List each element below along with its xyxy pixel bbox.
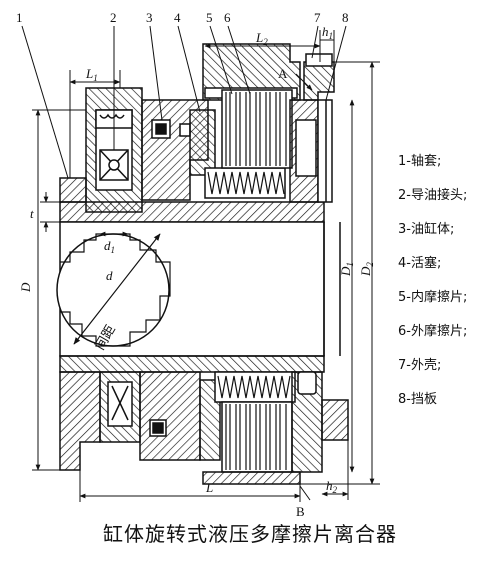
legend-item: 4-活塞; xyxy=(398,256,442,271)
legend-item: 2-导油接头; xyxy=(398,188,468,203)
dim-h2: h2 xyxy=(326,478,338,495)
legend-item: 3-油缸体; xyxy=(398,222,455,237)
legend-item: 5-内摩擦片; xyxy=(398,290,468,305)
dim-D: D xyxy=(18,282,33,293)
callout-2: 2 xyxy=(110,10,117,25)
callout-5: 5 xyxy=(206,10,213,25)
figure-caption: 缸体旋转式液压多摩擦片离合器 xyxy=(103,522,397,546)
callout-labels: 1 2 3 4 5 6 7 8 xyxy=(16,10,349,25)
callout-8: 8 xyxy=(342,10,349,25)
label-B: B xyxy=(296,504,305,519)
callout-4: 4 xyxy=(174,10,181,25)
dim-L1: L1 xyxy=(85,66,98,83)
shaft-region xyxy=(56,221,341,357)
dim-L: L xyxy=(205,480,213,495)
upper-assembly xyxy=(59,43,335,223)
dim-L2: L2 xyxy=(255,30,268,47)
lower-assembly xyxy=(59,355,349,485)
dim-D1: D1 xyxy=(338,262,355,277)
legend-item: 6-外摩擦片; xyxy=(398,324,468,339)
dim-t: t xyxy=(30,206,34,221)
legend-item: 1-轴套; xyxy=(398,154,442,169)
callout-7: 7 xyxy=(314,10,321,25)
dim-D2: D2 xyxy=(358,262,375,277)
dim-d: d xyxy=(106,268,113,283)
legend-item: 8-挡板 xyxy=(398,392,437,407)
callout-1: 1 xyxy=(16,10,23,25)
dim-h1: h1 xyxy=(322,24,333,41)
dim-d1: d1 xyxy=(104,238,115,255)
callout-3: 3 xyxy=(146,10,153,25)
parts-legend: 1-轴套; 2-导油接头; 3-油缸体; 4-活塞; 5-内摩擦片; 6-外摩擦… xyxy=(398,152,498,424)
dimension-lines xyxy=(21,25,380,502)
label-A: A xyxy=(278,66,288,81)
legend-item: 7-外壳; xyxy=(398,358,442,373)
callout-6: 6 xyxy=(224,10,231,25)
